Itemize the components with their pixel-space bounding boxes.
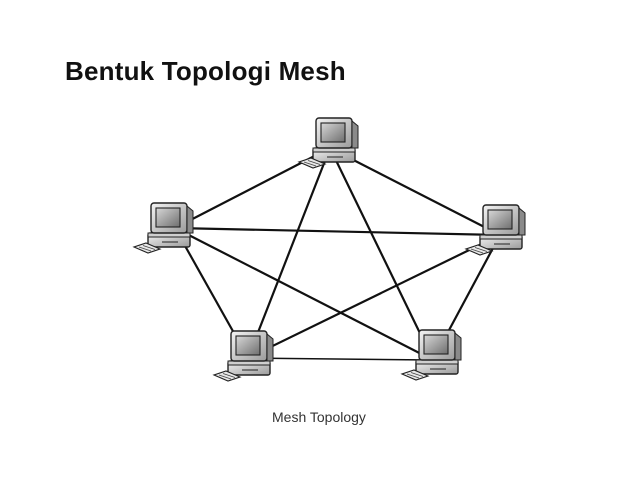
computer-icon (402, 330, 461, 380)
diagram-caption: Mesh Topology (272, 409, 366, 425)
node-left (134, 203, 193, 253)
node-right (466, 205, 525, 255)
node-top (299, 118, 358, 168)
computer-icon (134, 203, 193, 253)
node-bottom-left (214, 331, 273, 381)
computer-icon (299, 118, 358, 168)
link-right-bottom-left (248, 235, 500, 358)
link-bottom-left-bottom-right (248, 358, 433, 360)
computer-icon (466, 205, 525, 255)
node-bottom-right (402, 330, 461, 380)
mesh-links (175, 148, 500, 360)
computer-icon (214, 331, 273, 381)
link-top-bottom-left (248, 148, 330, 358)
link-top-bottom-right (330, 148, 433, 360)
link-left-bottom-right (175, 228, 433, 360)
link-left-right (175, 228, 500, 235)
